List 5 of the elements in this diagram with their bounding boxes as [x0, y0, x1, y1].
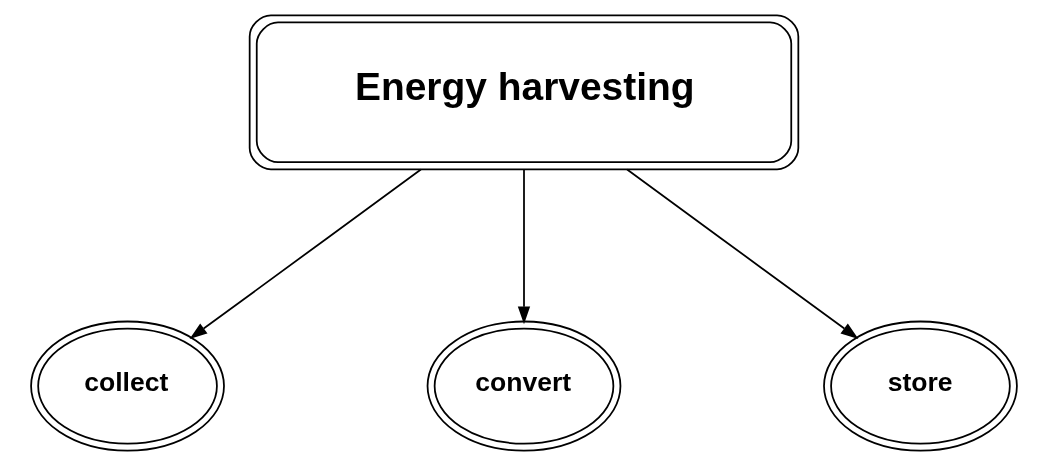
- arrow: [625, 168, 858, 339]
- node-ellipse: convert: [426, 320, 621, 452]
- node-box: Energy harvesting: [248, 14, 799, 171]
- arrow: [189, 168, 422, 339]
- arrow: [517, 168, 530, 325]
